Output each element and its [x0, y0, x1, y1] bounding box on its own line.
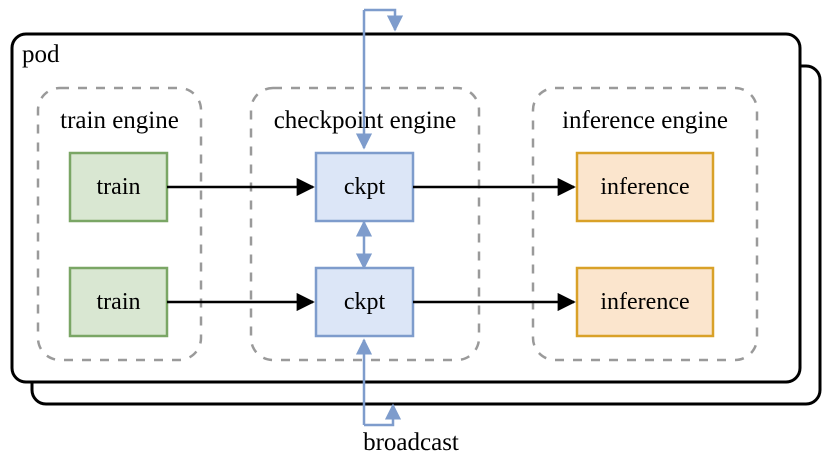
- group-train-engine: [36, 86, 203, 362]
- node-label-train-1: train: [96, 173, 141, 200]
- node-inference-2[interactable]: [575, 266, 715, 338]
- node-ckpt-1[interactable]: [314, 151, 415, 223]
- node-label-ckpt-1: ckpt: [343, 173, 386, 200]
- broadcast-trunk-bottom: [364, 403, 402, 427]
- node-label-train-2: train: [96, 288, 141, 315]
- node-train-2[interactable]: [68, 266, 169, 338]
- group-label-train-engine: train engine: [60, 107, 179, 134]
- node-label-ckpt-2: ckpt: [343, 288, 386, 315]
- node-label-inference-1: inference: [600, 173, 690, 200]
- node-train-1[interactable]: [68, 151, 169, 223]
- broadcast-label: broadcast: [363, 429, 459, 456]
- group-label-inference-engine: inference engine: [562, 107, 728, 134]
- node-inference-1[interactable]: [575, 151, 715, 223]
- group-label-checkpoint-engine: checkpoint engine: [273, 107, 457, 134]
- pod-label: pod: [22, 41, 60, 68]
- node-label-inference-2: inference: [600, 288, 690, 315]
- broadcast-trunk-top: [364, 8, 404, 32]
- group-inference-engine: [531, 86, 759, 362]
